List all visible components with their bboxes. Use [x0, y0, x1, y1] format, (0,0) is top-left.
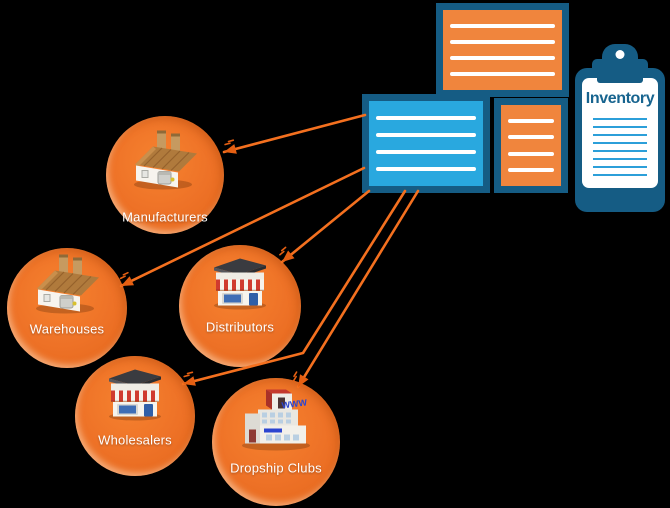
clipboard-clip-icon	[602, 44, 638, 72]
arrow-dash	[279, 250, 285, 256]
arrow-dash	[183, 374, 190, 378]
node-label-distributors: Distributors	[205, 319, 275, 335]
paper-line	[593, 141, 647, 145]
node-label-wholesalers: Wholesalers	[98, 432, 172, 448]
crate-slat	[508, 135, 554, 140]
arrowhead-distributors	[282, 250, 295, 262]
crate-slat	[450, 72, 555, 76]
clipboard-paper: Inventory	[582, 78, 658, 188]
factory-icon	[31, 253, 103, 320]
crate-slat	[376, 116, 476, 120]
storefront-icon	[103, 363, 167, 426]
connector-line-manufacturers	[222, 113, 367, 154]
crate-slats	[508, 107, 554, 184]
storefront-icon	[208, 252, 272, 315]
paper-line	[593, 157, 647, 161]
factory-icon	[129, 129, 201, 196]
crate-slat	[508, 119, 554, 124]
crate-top-orange	[436, 3, 569, 97]
inventory-clipboard: Inventory	[575, 44, 665, 212]
node-label-warehouses: Warehouses	[29, 321, 105, 337]
paper-line	[593, 133, 647, 137]
paper-line	[593, 173, 647, 177]
arrow-dash	[119, 275, 126, 280]
clipboard-title: Inventory	[585, 90, 655, 107]
arrow-dash	[293, 371, 298, 378]
paper-line	[593, 149, 647, 153]
arrowhead-warehouses	[121, 276, 134, 286]
node-label-dropship-clubs: Dropship Clubs	[230, 460, 322, 476]
paper-line	[593, 165, 647, 169]
svg-text:WWW: WWW	[281, 397, 308, 410]
crate-slat	[376, 133, 476, 137]
office-building-icon: WWW	[236, 384, 316, 457]
connector-line-distributors	[280, 189, 371, 264]
arrow-dash	[280, 246, 287, 252]
crate-right-orange	[494, 98, 568, 193]
clipboard-board: Inventory	[575, 68, 665, 212]
crate-slat	[450, 56, 555, 60]
arrow-dash	[122, 271, 129, 276]
crate-slat	[508, 151, 554, 156]
crate-slat	[508, 167, 554, 172]
clip-bar	[597, 72, 643, 83]
crate-slat	[450, 24, 555, 28]
crate-slat	[376, 167, 476, 171]
paper-line	[593, 125, 647, 129]
crate-left-blue	[362, 94, 490, 193]
arrowhead-manufacturers	[224, 144, 237, 154]
crate-slats	[376, 103, 476, 184]
arrow-dash	[224, 142, 231, 146]
crate-slat	[450, 40, 555, 44]
arrow-dash	[186, 371, 194, 375]
clip-hole	[615, 50, 625, 59]
clipboard-paper-lines	[582, 118, 658, 177]
node-label-manufacturers: Manufacturers	[122, 209, 208, 225]
crate-slat	[376, 150, 476, 154]
connector-line-dropship-clubs	[296, 189, 420, 389]
paper-line	[593, 118, 647, 121]
arrow-dash	[227, 139, 235, 143]
crate-slats	[450, 12, 555, 88]
